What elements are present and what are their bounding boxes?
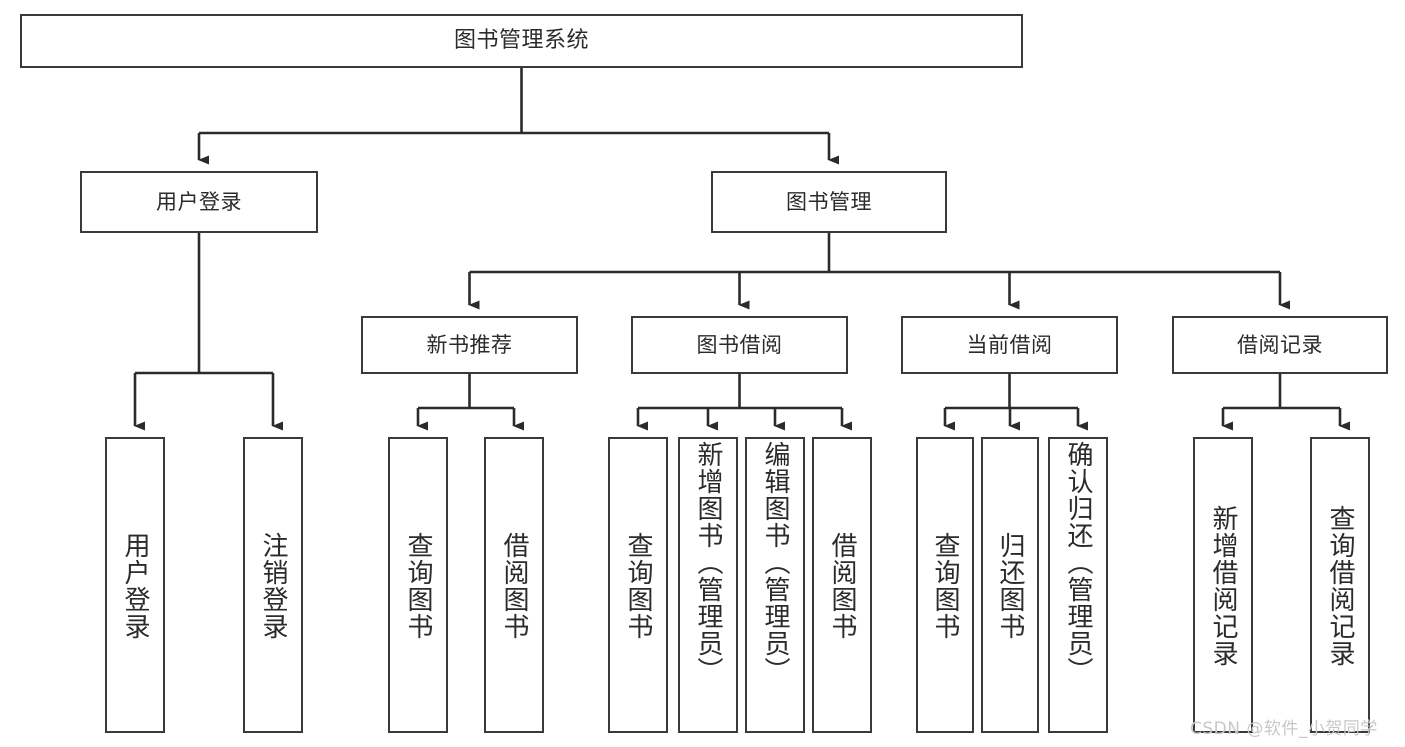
node-label: 用户登录: [120, 532, 150, 640]
node-label: 查询借阅记录: [1325, 505, 1355, 667]
node-leaf-user-login[interactable]: 用户登录: [105, 437, 165, 733]
node-new-book-recommend[interactable]: 新书推荐: [361, 316, 578, 374]
node-label: 图书管理: [786, 189, 872, 214]
watermark-text: CSDN @软件_小贺同学: [1190, 719, 1378, 739]
node-leaf-query-borrow-record[interactable]: 查询借阅记录: [1310, 437, 1370, 733]
node-leaf-add-borrow-record[interactable]: 新增借阅记录: [1193, 437, 1253, 733]
node-label: 借阅图书: [827, 532, 857, 640]
node-leaf-query-book-3[interactable]: 查询图书: [916, 437, 974, 733]
node-borrow-record[interactable]: 借阅记录: [1172, 316, 1388, 374]
node-label: 注销登录: [258, 532, 288, 640]
node-label: 查询图书: [930, 532, 960, 640]
node-leaf-query-book-1[interactable]: 查询图书: [388, 437, 448, 733]
node-book-borrow[interactable]: 图书借阅: [631, 316, 848, 374]
node-user-login[interactable]: 用户登录: [80, 171, 318, 233]
node-leaf-borrow-book-1[interactable]: 借阅图书: [484, 437, 544, 733]
node-label: 当前借阅: [966, 332, 1053, 357]
node-label: 图书管理系统: [453, 28, 589, 54]
node-label: 新增借阅记录: [1208, 505, 1238, 667]
node-leaf-return-book[interactable]: 归还图书: [981, 437, 1039, 733]
connector-lines: [133, 68, 1350, 431]
node-root[interactable]: 图书管理系统: [20, 14, 1023, 68]
node-label: 新增图书（管理员）: [693, 441, 723, 684]
node-label: 图书借阅: [696, 332, 783, 357]
node-label: 查询图书: [403, 532, 433, 640]
node-leaf-confirm-return-admin[interactable]: 确认归还（管理员）: [1048, 437, 1108, 733]
node-label: 用户登录: [156, 189, 242, 214]
node-leaf-logout-login[interactable]: 注销登录: [243, 437, 303, 733]
node-leaf-add-book-admin[interactable]: 新增图书（管理员）: [678, 437, 738, 733]
node-leaf-borrow-book-2[interactable]: 借阅图书: [812, 437, 872, 733]
node-label: 编辑图书（管理员）: [760, 441, 790, 684]
node-label: 借阅记录: [1237, 332, 1323, 357]
node-book-manage[interactable]: 图书管理: [711, 171, 947, 233]
node-label: 借阅图书: [499, 532, 529, 640]
node-label: 查询图书: [623, 532, 653, 640]
node-label: 归还图书: [995, 532, 1025, 640]
node-leaf-query-book-2[interactable]: 查询图书: [608, 437, 668, 733]
node-leaf-edit-book-admin[interactable]: 编辑图书（管理员）: [745, 437, 805, 733]
node-label: 新书推荐: [426, 332, 513, 357]
node-current-borrow[interactable]: 当前借阅: [901, 316, 1118, 374]
node-label: 确认归还（管理员）: [1063, 441, 1093, 684]
